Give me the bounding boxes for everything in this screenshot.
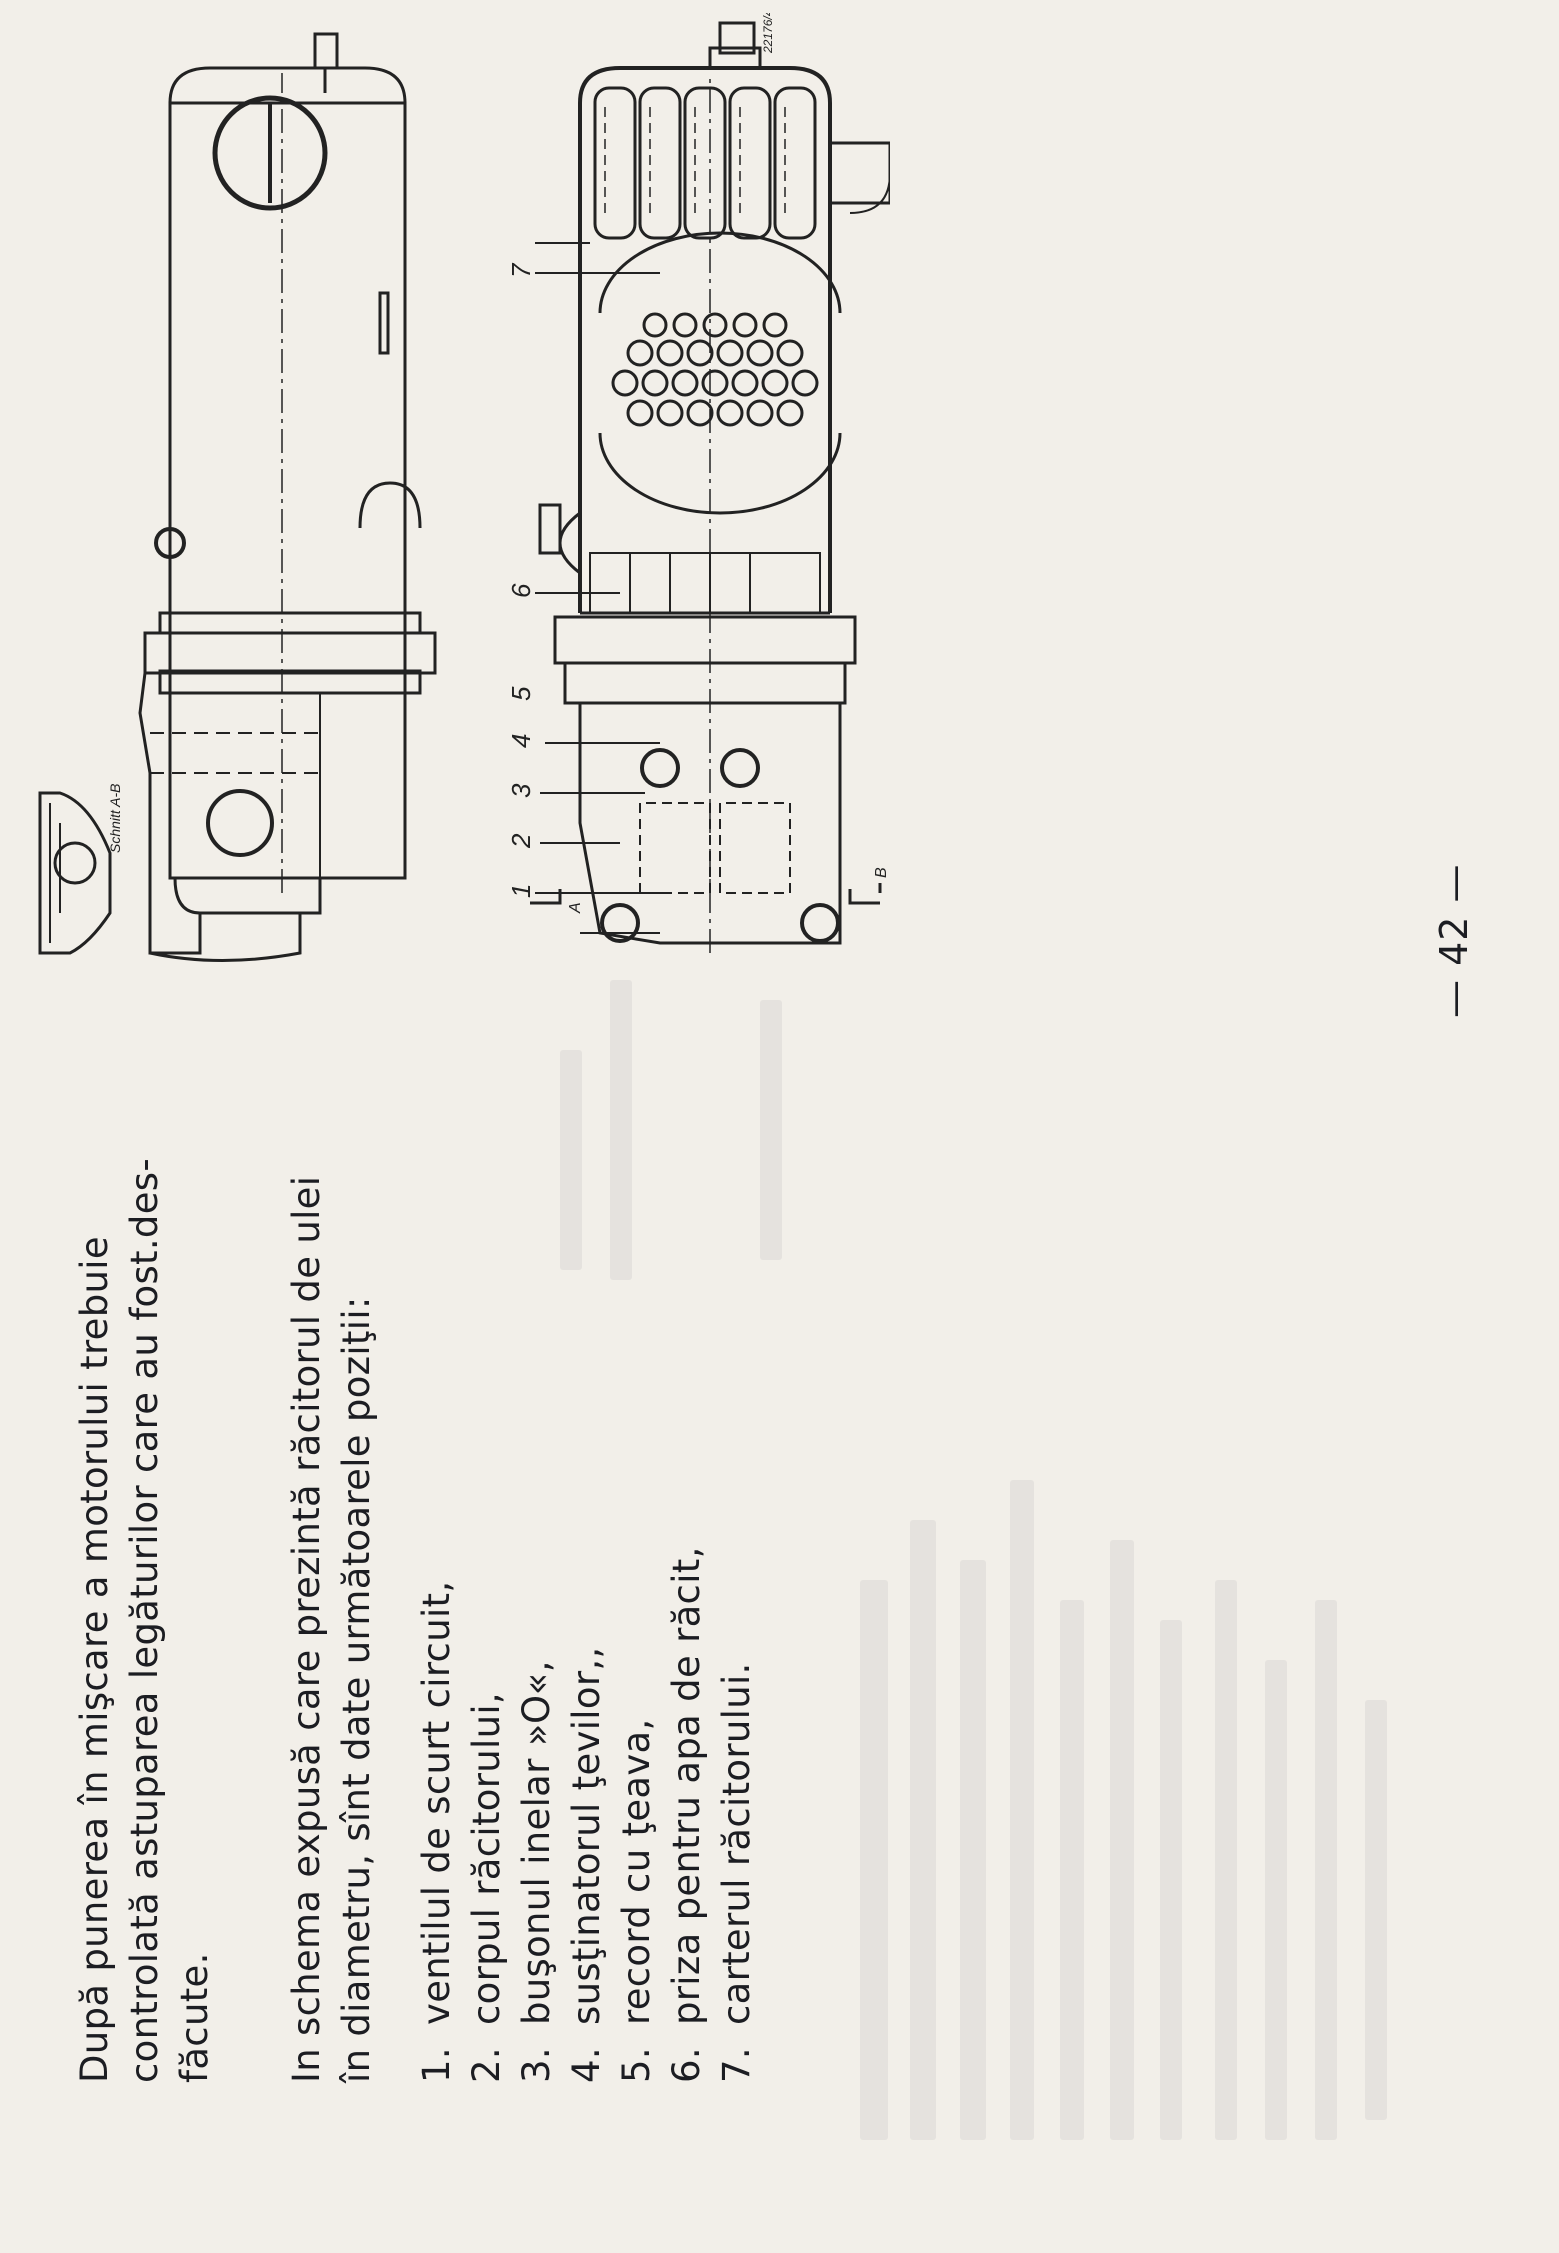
list-item: 4.susţinatorul ţevilor,, [565,1646,608,2083]
list-item: 7.carterul răcitorului. [715,1662,758,2083]
intro-paragraph: După punerea în mişcare a motorului treb… [73,1158,216,2083]
cooler-outer-view [138,32,437,962]
text-column: După punerea în mişcare a motorului treb… [70,1123,762,2083]
list-item: 5.record cu ţeava, [615,1718,658,2083]
callout-2: 2 [506,833,536,849]
cooler-section-view [530,21,890,953]
marker-b: B [873,867,890,878]
section-label: Schnitt A-B [107,783,123,853]
callout-4: 4 [506,734,536,748]
schema-paragraph: In schema expusă care prezintă răcitorul… [285,1175,378,2083]
drawing-code: 22176/49 [761,13,775,54]
marker-a: A [567,902,584,914]
list-item: 3.buşonul inelar »O«, [515,1660,558,2083]
callout-7: 7 [506,262,536,278]
callout-5: 5 [506,686,536,701]
page-number: — 42 — [1432,863,1476,1018]
callout-1: 1 [506,884,536,898]
list-item: 2.corpul răcitorului, [465,1692,508,2083]
position-list: 1.ventilul de scurt circuit, 2.corpul ră… [412,1123,762,2083]
callout-3: 3 [506,783,536,798]
callout-6: 6 [506,583,536,598]
section-inset [38,791,112,955]
oil-cooler-drawing: Schnitt A-B 22176/49 1 2 3 4 5 6 7 A B [38,13,890,962]
list-item: 6.priza pentru apa de răcit, [665,1546,708,2083]
list-item: 1.ventilul de scurt circuit, [415,1580,458,2083]
